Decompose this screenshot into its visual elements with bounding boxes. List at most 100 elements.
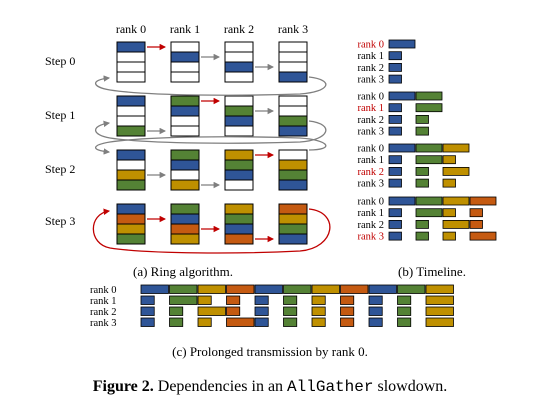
ring-cell-s2-r0-c2 [116, 169, 146, 181]
prolonged-r0-bar-1 [169, 284, 198, 294]
timeline-g3-r2-bar-3 [469, 219, 483, 229]
timeline-g0-r3-bar-0 [388, 74, 402, 84]
ring-cell-s1-r2-c3 [224, 125, 254, 137]
ring-cell-s0-r3-c2 [278, 61, 308, 73]
ring-cell-s1-r2-c2 [224, 115, 254, 127]
timeline-g3-r0-bar-2 [442, 196, 470, 206]
ring-cell-s1-r2-c0 [224, 95, 254, 107]
ring-cell-s1-r3-c1 [278, 105, 308, 117]
timeline-g0-rank-label-2: rank 2 [357, 63, 384, 74]
ring-cell-s3-r2-c2 [224, 223, 254, 235]
ring-cell-s0-r3-c0 [278, 41, 308, 53]
timeline-g1-r2-bar-1 [415, 115, 429, 124]
prolonged-r3-bar-7 [340, 317, 355, 327]
step0-wrap-arrow [94, 75, 327, 96]
prolonged-r3-bar-0 [140, 317, 155, 327]
ring-cell-s0-r1-c0 [170, 41, 200, 53]
ring-cell-s0-r0-c2 [116, 61, 146, 73]
ring-cell-s1-r0-c1 [116, 105, 146, 117]
prolonged-r0-bar-4 [254, 284, 283, 294]
figure-caption-text-before: Dependencies in an [154, 378, 287, 395]
step-label-1: Step 1 [45, 108, 75, 122]
prolonged-r3-bar-5 [283, 317, 298, 327]
timeline-g2-r2-bar-0 [388, 166, 402, 176]
prolonged-r2-bar-2 [197, 306, 226, 316]
timeline-g2-r2-bar-2 [442, 166, 470, 176]
timeline-g1-rank-label-1: rank 1 [357, 103, 384, 114]
ring-cell-s3-r0-c2 [116, 223, 146, 235]
ring-rank-headers: rank 0 rank 1 rank 2 rank 3 [116, 22, 308, 36]
timeline-g0-rank-label-0: rank 0 [357, 40, 384, 51]
ring-cell-s2-r2-c0 [224, 149, 254, 161]
timeline-g1-r0-bar-0 [388, 91, 416, 101]
timeline-g2-r3-bar-2 [442, 178, 456, 188]
ring-cell-s2-r0-c3 [116, 179, 146, 191]
ring-cell-s1-r0-c2 [116, 115, 146, 127]
ring-cell-s1-r0-c3 [116, 125, 146, 137]
step3-wrap-arrow [92, 208, 331, 254]
ring-cell-s3-r0-c1 [116, 213, 146, 225]
ring-cell-s3-r1-c0 [170, 203, 200, 215]
ring-algorithm-panel: rank 0 rank 1 rank 2 rank 3 Step 0 Step … [45, 22, 331, 279]
timeline-g2-r2-bar-1 [415, 166, 429, 176]
ring-header-rank-2: rank 2 [224, 22, 254, 36]
caption-prolonged: (c) Prolonged transmission by rank 0. [172, 344, 368, 359]
ring-cell-s2-r3-c0 [278, 149, 308, 161]
timeline-g2-r1-bar-1 [415, 155, 443, 165]
ring-cell-s0-r0-c0 [116, 41, 146, 53]
ring-cell-s0-r2-c0 [224, 41, 254, 53]
timeline-g3-r0-bar-0 [388, 196, 416, 206]
timeline-g3-r1-bar-1 [415, 208, 443, 218]
timeline-g0-r2-bar-0 [388, 63, 402, 72]
timeline-g3-rank-label-0: rank 0 [357, 197, 384, 208]
step1-wrap-arrow [94, 120, 327, 144]
timeline-g2-rank-label-0: rank 0 [357, 144, 384, 155]
ring-cell-s1-r3-c0 [278, 95, 308, 107]
prolonged-r1-bar-7 [340, 295, 355, 305]
timeline-g0-rank-label-3: rank 3 [357, 75, 384, 86]
timeline-g2-rank-label-2: rank 2 [357, 167, 384, 178]
timeline-g3-r2-bar-2 [442, 219, 470, 229]
ring-cell-s2-r3-c2 [278, 169, 308, 181]
prolonged-r3-bar-1 [169, 317, 184, 327]
timeline-g1-r1-bar-0 [388, 103, 402, 113]
prolonged-r1-bar-5 [283, 295, 298, 305]
ring-cell-s1-r0-c0 [116, 95, 146, 107]
step-label-0: Step 0 [45, 54, 75, 68]
ring-cell-s2-r3-c3 [278, 179, 308, 191]
step2-wrap-arrow [94, 136, 327, 155]
timeline-g0-r1-bar-0 [388, 51, 402, 61]
timeline-g1-rank-label-3: rank 3 [357, 127, 384, 138]
timeline-g2-rank-label-1: rank 1 [357, 155, 384, 166]
ring-cell-s3-r2-c1 [224, 213, 254, 225]
caption-ring-algorithm: (a) Ring algorithm. [133, 264, 233, 279]
prolonged-rank-label-1: rank 1 [90, 296, 117, 307]
prolonged-r0-bar-2 [197, 284, 226, 294]
timeline-g3-r2-bar-1 [415, 219, 429, 229]
timeline-g3-r0-bar-3 [469, 196, 497, 206]
timeline-g3-r2-bar-0 [388, 219, 402, 229]
timeline-g3-r1-bar-3 [469, 208, 483, 218]
timeline-g0-rank-label-1: rank 1 [357, 51, 384, 62]
timeline-g2-r3-bar-1 [415, 178, 429, 188]
timeline-g2-r0-bar-2 [442, 143, 470, 153]
ring-header-rank-0: rank 0 [116, 22, 146, 36]
timeline-g2-r1-bar-0 [388, 155, 402, 165]
ring-cell-s3-r3-c1 [278, 213, 308, 225]
prolonged-r2-bar-9 [397, 306, 412, 316]
figure-caption-text-after: slowdown. [373, 378, 447, 395]
figure-caption-code: AllGather [287, 378, 373, 396]
timeline-g3-r1-bar-2 [442, 208, 456, 218]
ring-cell-s3-r3-c2 [278, 223, 308, 235]
timeline-g1-r0-bar-1 [415, 91, 443, 101]
ring-cell-s0-r2-c3 [224, 71, 254, 83]
prolonged-r2-bar-0 [140, 306, 155, 316]
prolonged-r1-bar-0 [140, 295, 155, 305]
timeline-g3-r0-bar-1 [415, 196, 443, 206]
step-label-2: Step 2 [45, 162, 75, 176]
ring-cell-s0-r1-c3 [170, 71, 200, 83]
ring-header-rank-1: rank 1 [170, 22, 200, 36]
prolonged-rank-label-3: rank 3 [90, 318, 117, 329]
